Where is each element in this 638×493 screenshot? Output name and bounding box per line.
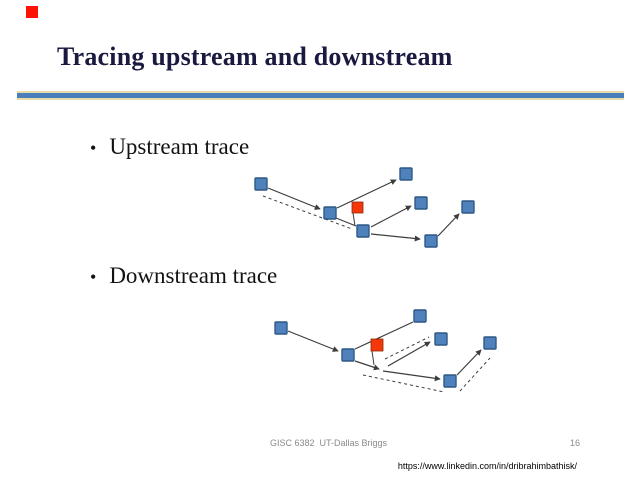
network-edge-arrow (335, 217, 357, 227)
network-edge-arrow (336, 179, 397, 209)
network-edge-arrow (370, 205, 412, 228)
network-node-square (341, 348, 355, 362)
flag-pole (352, 212, 356, 227)
network-node-square (413, 309, 427, 323)
trace-path-dashed-line (459, 357, 491, 392)
bullet-item-upstream: • Upstream trace (90, 134, 249, 160)
bullet-label-downstream: Downstream trace (109, 263, 278, 288)
network-node-square (356, 224, 370, 238)
network-node-square (323, 206, 337, 220)
network-node-square (414, 196, 428, 210)
trace-path-dashed-line (384, 336, 430, 360)
network-node-square (461, 200, 475, 214)
network-edge-arrow (387, 341, 431, 367)
network-edge-arrow (287, 330, 339, 352)
upstream-trace-diagram (254, 167, 475, 248)
network-node-square (483, 336, 497, 350)
title-separator-rule (17, 91, 624, 100)
network-node-square (434, 332, 448, 346)
network-node-square (424, 234, 438, 248)
network-edge-arrow (456, 349, 482, 376)
network-edge-arrow (370, 233, 421, 242)
network-node-square (399, 167, 413, 181)
trace-start-flag-icon (351, 201, 364, 214)
footer-linkedin-url[interactable]: https://www.linkedin.com/in/dribrahimbat… (397, 461, 577, 471)
network-edge-arrow (382, 370, 441, 382)
bullet-item-downstream: • Downstream trace (90, 263, 277, 289)
network-node-square (443, 374, 457, 388)
network-edge-arrow (267, 187, 321, 210)
bullet-dot-icon: • (90, 267, 97, 287)
flag-pole (371, 350, 375, 366)
network-node-square (254, 177, 268, 191)
downstream-trace-diagram (274, 309, 497, 393)
network-edge-arrow (354, 321, 414, 350)
network-edge-arrow (437, 213, 460, 237)
bullet-dot-icon: • (90, 138, 97, 158)
trace-path-dashed-line (362, 374, 445, 393)
network-edge-arrow (354, 360, 380, 371)
red-corner-marker (26, 6, 38, 18)
network-node-square (274, 321, 288, 335)
bullet-label-upstream: Upstream trace (109, 134, 250, 159)
trace-path-dashed-line (262, 195, 353, 230)
footer-page-number: 16 (569, 438, 580, 448)
trace-start-flag-icon (370, 338, 384, 352)
slide-title: Tracing upstream and downstream (57, 42, 453, 71)
footer-course-label: GISC 6382 UT-Dallas Briggs (270, 438, 388, 448)
